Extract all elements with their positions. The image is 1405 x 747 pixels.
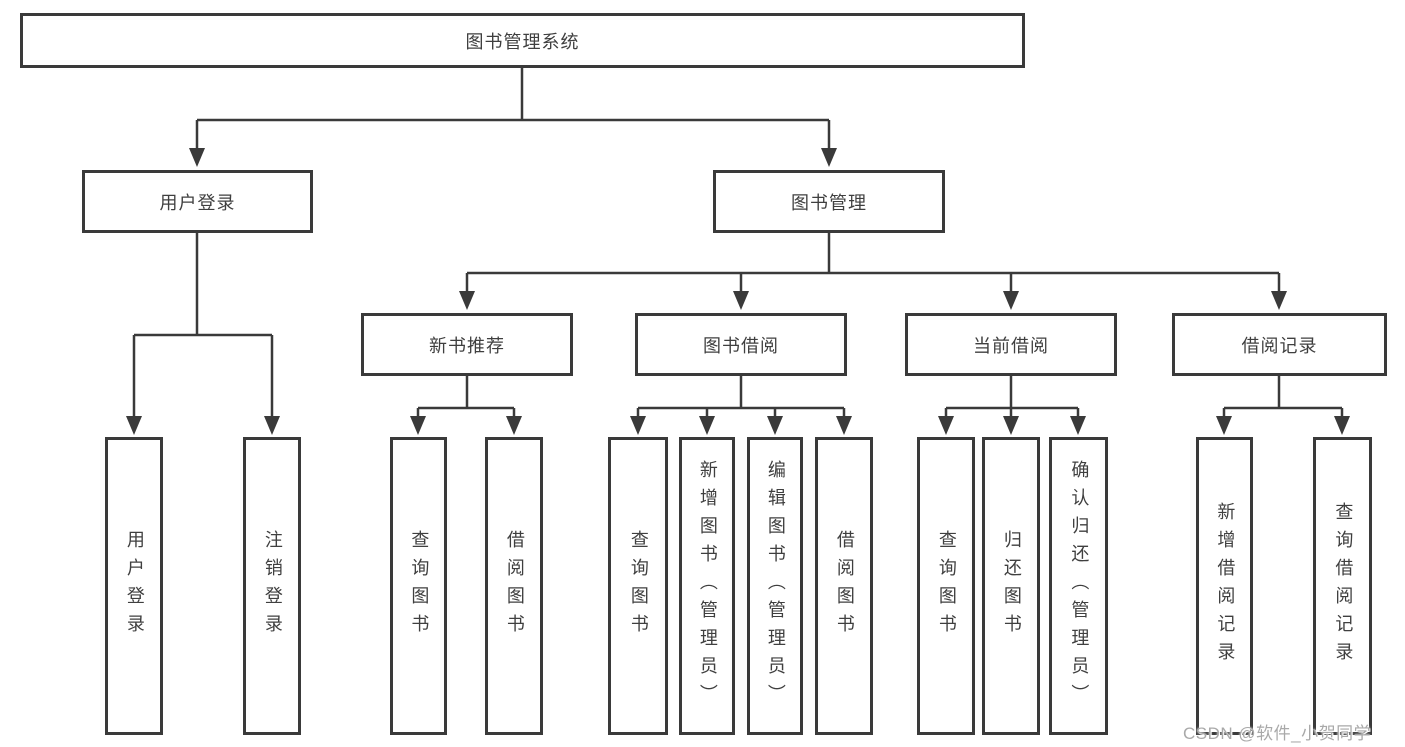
node-book-borrowing: 图书借阅 bbox=[635, 313, 847, 376]
leaf-borrow-books-borrowing: 借阅图书 bbox=[815, 437, 873, 735]
leaf-query-books-recommend: 查询图书 bbox=[390, 437, 447, 735]
node-label: 注销登录 bbox=[262, 530, 283, 642]
node-label: 编辑图书（管理员） bbox=[765, 460, 786, 712]
leaf-query-borrow-record: 查询借阅记录 bbox=[1313, 437, 1372, 735]
node-label: 确认归还（管理员） bbox=[1069, 460, 1090, 712]
leaf-logout: 注销登录 bbox=[243, 437, 301, 735]
node-label: 用户登录 bbox=[159, 192, 236, 213]
node-label: 借阅图书 bbox=[504, 530, 525, 642]
node-label: 图书借阅 bbox=[703, 335, 779, 356]
node-new-book-recommendation: 新书推荐 bbox=[361, 313, 573, 376]
node-current-borrowing: 当前借阅 bbox=[905, 313, 1117, 376]
node-book-management: 图书管理 bbox=[713, 170, 945, 233]
node-label: 归还图书 bbox=[1001, 530, 1022, 642]
leaf-user-login: 用户登录 bbox=[105, 437, 163, 735]
node-label: 借阅图书 bbox=[834, 530, 855, 642]
leaf-return-books: 归还图书 bbox=[982, 437, 1040, 735]
node-label: 借阅记录 bbox=[1241, 335, 1318, 356]
node-label: 当前借阅 bbox=[973, 335, 1049, 356]
node-label: 图书管理系统 bbox=[465, 31, 580, 52]
node-label: 新增图书（管理员） bbox=[697, 460, 718, 712]
node-label: 查询图书 bbox=[628, 530, 649, 642]
node-label: 查询图书 bbox=[936, 530, 957, 642]
leaf-edit-book-admin: 编辑图书（管理员） bbox=[747, 437, 803, 735]
leaf-borrow-books-recommend: 借阅图书 bbox=[485, 437, 543, 735]
node-label: 用户登录 bbox=[124, 530, 145, 642]
node-library-management-system: 图书管理系统 bbox=[20, 13, 1025, 68]
node-label: 新书推荐 bbox=[429, 335, 505, 356]
node-label: 查询图书 bbox=[409, 530, 430, 642]
csdn-watermark: CSDN @软件_小贺同学 bbox=[1183, 724, 1372, 743]
node-label: 新增借阅记录 bbox=[1215, 502, 1236, 670]
leaf-confirm-return-admin: 确认归还（管理员） bbox=[1049, 437, 1108, 735]
leaf-query-books-borrowing: 查询图书 bbox=[608, 437, 668, 735]
leaf-query-books-current: 查询图书 bbox=[917, 437, 975, 735]
node-borrowing-records: 借阅记录 bbox=[1172, 313, 1387, 376]
leaf-add-borrow-record: 新增借阅记录 bbox=[1196, 437, 1253, 735]
node-user-login: 用户登录 bbox=[82, 170, 313, 233]
node-label: 查询借阅记录 bbox=[1333, 502, 1354, 670]
leaf-add-book-admin: 新增图书（管理员） bbox=[679, 437, 735, 735]
node-label: 图书管理 bbox=[791, 192, 867, 213]
